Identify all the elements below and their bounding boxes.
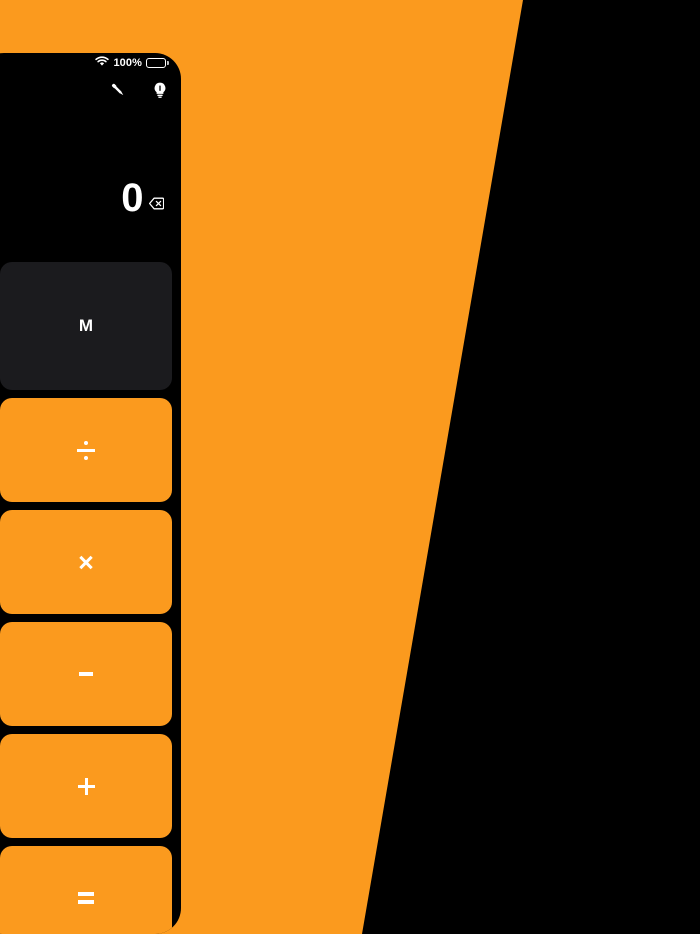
toolbar [107,79,171,101]
subtract-key[interactable] [0,622,172,726]
wifi-icon [95,54,110,72]
plus-icon [77,777,95,795]
equals-icon [78,892,94,904]
divide-key[interactable] [0,398,172,502]
multiply-key[interactable] [0,510,172,614]
lightbulb-icon[interactable] [149,79,171,101]
add-key[interactable] [0,734,172,838]
battery-percent-label: 100% [113,56,142,69]
backspace-icon[interactable] [148,195,164,211]
multiply-icon [78,554,94,570]
status-bar: 100% [0,53,181,73]
display-value: 0 [121,176,143,220]
eyedropper-icon[interactable] [107,79,129,101]
calculator-app-window: 100% [0,53,181,934]
keypad: M [0,262,172,934]
battery-full-icon [146,58,169,68]
display-area: 0 [0,143,181,253]
memory-key-label: M [78,316,94,335]
equals-key[interactable] [0,846,172,934]
divide-icon [77,441,95,460]
memory-key[interactable]: M [0,262,172,390]
minus-icon [79,672,93,676]
